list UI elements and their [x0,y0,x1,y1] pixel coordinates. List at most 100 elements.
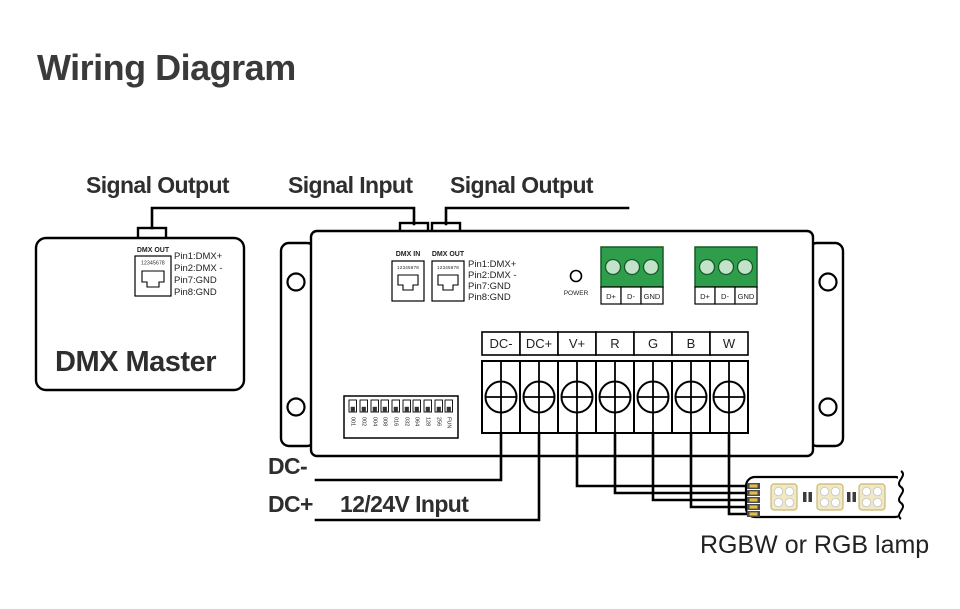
dip-switch [402,399,411,413]
dip-label: FUN [446,417,452,428]
signal-output-left-label: Signal Output [86,172,230,198]
rj45-jack-icon [437,274,459,291]
dip-label: 064 [414,417,420,426]
dip-label: 002 [361,417,367,426]
signal-input-label: Signal Input [288,172,413,198]
bus-label: GND [738,292,755,301]
screw-terminal [481,360,521,434]
pinout-line: Pin2:DMX - [174,263,223,274]
led-chip-icon [816,483,844,511]
led-strip [744,470,916,520]
bus-label-cell [640,286,664,305]
wire-signal-output [444,206,630,226]
dip-switch [370,399,379,413]
bus-terminal-block: D+ D- GND [694,246,758,305]
wire-v-plus [575,431,752,488]
output-label-row: DC- DC+ V+ R G B W [481,331,749,356]
dip-switch-block: 001 002 004 008 016 032 064 128 256 FUN [343,395,459,439]
bus-screw-icon [736,258,754,276]
port-label: DMX OUT [137,247,170,254]
bus-screw-icon [604,258,622,276]
screw-terminal-row [481,360,749,434]
wire-white [727,431,752,516]
dip-label: 256 [436,417,442,426]
output-label: DC- [489,336,512,351]
dip-switch [444,399,453,413]
signal-output-right-label: Signal Output [450,172,594,198]
wire-dc-minus [314,431,503,482]
power-label: POWER [564,290,589,297]
dmx-master-label: DMX Master [55,346,216,378]
bus-label: GND [644,292,661,301]
port-pin-numbers: 12345678 [141,261,165,267]
rj45-port-icon [431,260,465,302]
wire-blue [689,431,752,509]
screw-terminal [671,360,711,434]
dmx-master-body [34,236,246,392]
dc-minus-label: DC- [268,453,307,479]
screw-terminal [557,360,597,434]
screw-terminal [595,360,635,434]
wire-red [613,431,752,495]
pinout-line: Pin8:GND [174,287,217,298]
bus-label: D- [627,292,635,301]
pinout-line: Pin7:GND [468,281,511,292]
bus-screw-icon [717,258,735,276]
screw-terminal [519,360,559,434]
dmx-master-device: DMX OUT 12345678 Pin1:DMX+ Pin2:DMX - Pi… [34,226,246,392]
pinout-line: Pin2:DMX - [468,270,517,281]
bus-screw-icon [698,258,716,276]
page-title: Wiring Diagram [37,47,296,88]
port-label: DMX IN [396,251,421,258]
resistor-icon [803,492,807,502]
power-led-icon [569,269,583,283]
input-voltage-label: 12/24V Input [340,491,469,517]
output-label: W [723,336,736,351]
output-label: DC+ [526,336,552,351]
bus-label: D+ [700,292,710,301]
output-label: R [610,336,619,351]
screw-terminal [709,360,749,434]
dip-label: 128 [425,417,431,426]
bus-label: D+ [606,292,616,301]
rj45-port-dmx-out: DMX OUT 12345678 [431,251,465,302]
led-chip-icon [770,483,798,511]
port-pin-numbers: 12345678 [397,265,419,270]
mounting-hole-icon [818,397,838,417]
dip-switch [359,399,368,413]
dmx-decoder-device: DMX IN 12345678 DMX OUT 12345678 Pin1:DM… [279,221,845,458]
dip-switch [391,399,400,413]
dip-switch [380,399,389,413]
rj45-port-icon [391,260,425,302]
bus-label-cell [734,286,758,305]
pinout-line: Pin1:DMX+ [174,251,223,262]
port-label: DMX OUT [432,251,465,258]
rj45-port-icon [134,255,172,297]
rj45-jack-icon [397,274,419,291]
dip-label: 004 [372,417,378,426]
wire-signal-input [150,206,416,230]
pinout-line: Pin1:DMX+ [468,259,517,270]
output-label: G [648,336,658,351]
lamp-label: RGBW or RGB lamp [700,531,929,559]
output-label: V+ [569,336,585,351]
wire-green [651,431,752,502]
mounting-hole-icon [286,272,306,292]
led-chip-icon [858,483,886,511]
dip-switch [412,399,421,413]
bus-terminal-block: D+ D- GND [600,246,664,305]
port-pin-numbers: 12345678 [437,265,459,270]
resistor-icon [847,492,851,502]
dc-plus-label: DC+ [268,491,313,517]
bus-screw-icon [642,258,660,276]
mounting-hole-icon [286,397,306,417]
bus-label: D- [721,292,729,301]
output-label-cell [709,331,749,356]
pinout-line: Pin7:GND [174,275,217,286]
dip-label: 008 [382,417,388,426]
resistor-icon [808,492,812,502]
bus-screw-icon [623,258,641,276]
rj45-port-dmx-in: DMX IN 12345678 [391,251,425,302]
